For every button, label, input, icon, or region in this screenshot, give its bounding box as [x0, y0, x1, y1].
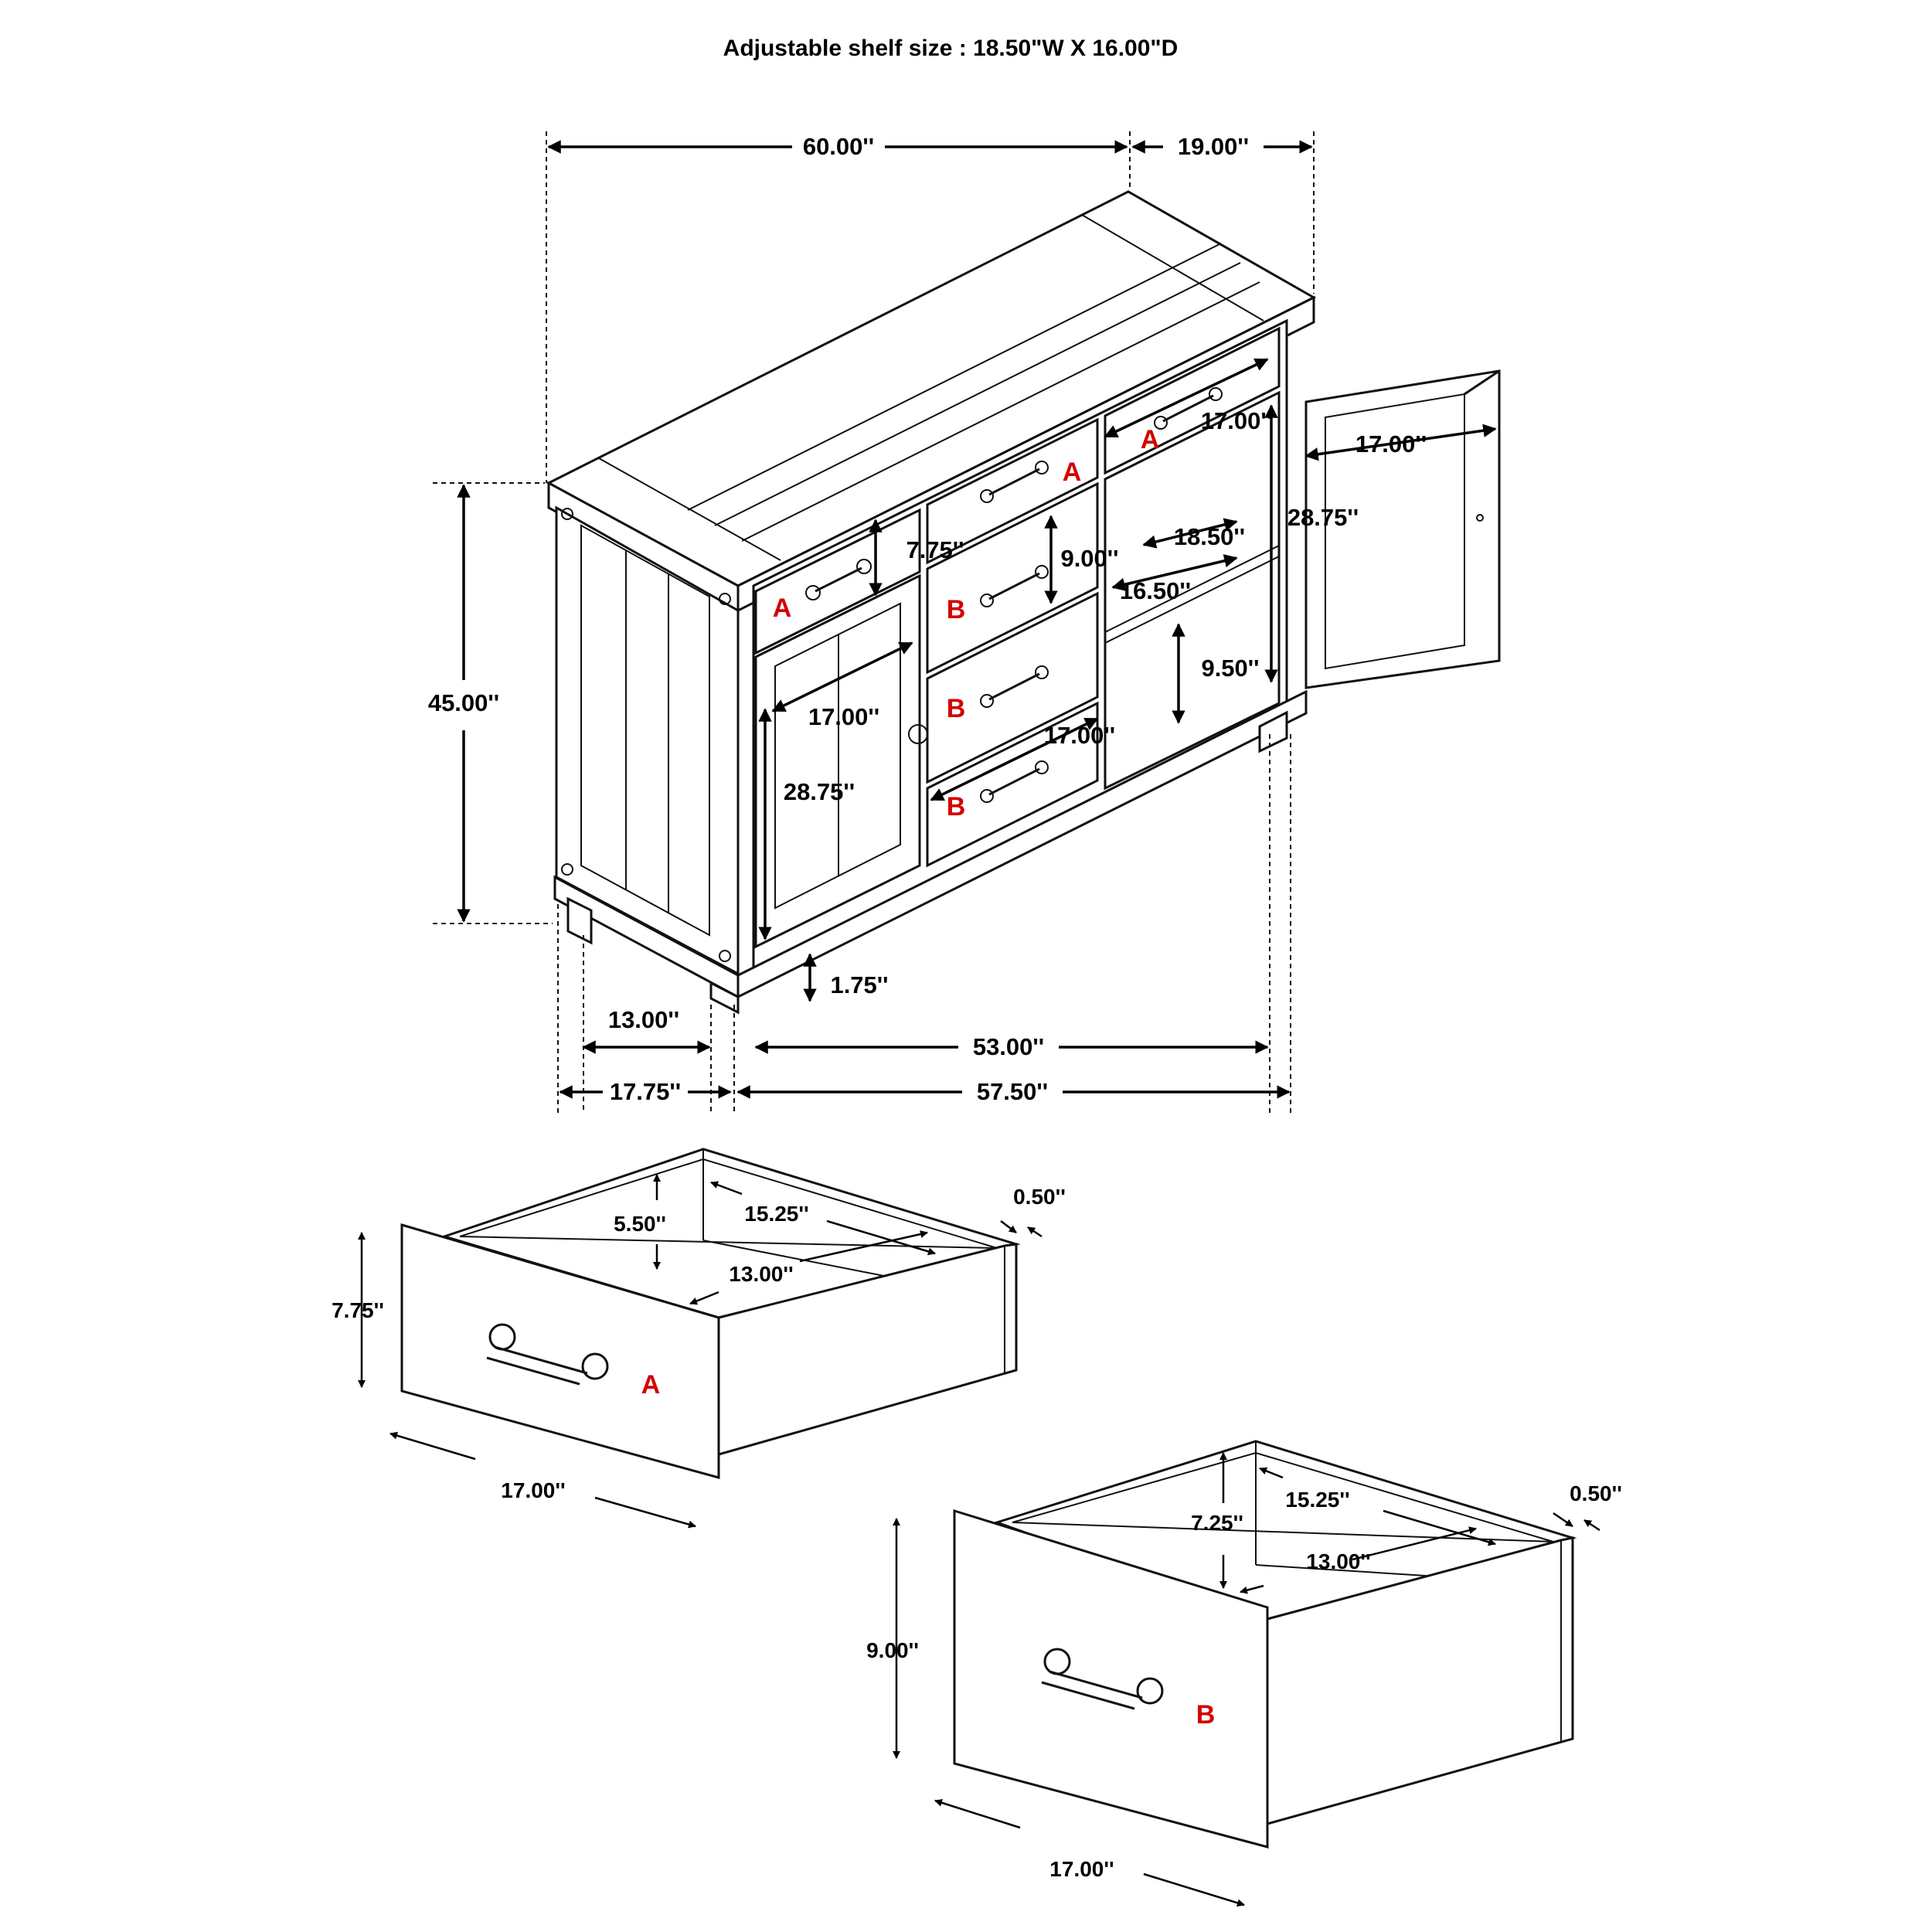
leg-span-label: 13.00''	[608, 1006, 679, 1033]
width-label: 60.00''	[803, 133, 874, 160]
drawer-a-tag: A	[641, 1370, 661, 1400]
drawer-b-dimension-arrows	[893, 1452, 1600, 1907]
drawer-a-front-height-label: 7.75''	[332, 1298, 384, 1322]
right-door-knob-icon	[1476, 514, 1484, 522]
drawer-b-width-label: 17.00''	[1049, 1857, 1114, 1881]
drawer-b-height-label: 9.00''	[1060, 545, 1118, 572]
side-panel	[555, 505, 740, 976]
shelf-gap-label: 9.50''	[1201, 655, 1259, 682]
tag-a-right: A	[1141, 425, 1160, 454]
left-door-width-label: 17.00''	[808, 703, 879, 730]
drawer-a-handle-icon	[486, 1323, 609, 1386]
base-width-label: 57.50''	[977, 1078, 1048, 1105]
left-door-height-label: 28.75''	[784, 778, 855, 805]
tag-a-mid: A	[1063, 457, 1082, 487]
drawer-a-height-label: 7.75''	[906, 536, 964, 563]
drawer-b-front-height-label: 9.00''	[866, 1638, 919, 1662]
tag-b-3: B	[947, 792, 966, 821]
drawer-a-mid	[926, 417, 1099, 565]
door-height-label: 28.75''	[1287, 504, 1359, 531]
base-height-label: 1.75''	[830, 971, 888, 998]
drawer-a-dimension-arrows	[358, 1174, 1043, 1529]
extension-lines	[433, 131, 1315, 1113]
tag-b-1: B	[947, 595, 966, 624]
sideboard-illustration	[546, 190, 1501, 1015]
drawer-b-depth-label: 17.00''	[1044, 722, 1115, 749]
drawer-b-inner-width-label: 13.00''	[1306, 1549, 1370, 1573]
drawer-b-inner-depth-label: 15.25''	[1285, 1488, 1349, 1512]
drawer-a-illustration	[400, 1148, 1021, 1479]
drawer-a-wall-label: 0.50''	[1013, 1185, 1066, 1209]
drawer-a-inner-height-label: 5.50''	[614, 1212, 666, 1236]
shelf-depth-label: 16.50''	[1120, 577, 1191, 604]
depth-label: 19.00''	[1178, 133, 1249, 160]
tag-a-left: A	[773, 594, 792, 623]
drawer-a-depth-label: 17.00''	[1201, 407, 1272, 434]
side-depth-label: 17.75''	[610, 1078, 681, 1105]
drawer-b-tag: B	[1196, 1700, 1216, 1730]
sideboard-dimension-arrows	[457, 140, 1497, 1099]
drawer-a-width-label: 17.00''	[501, 1478, 565, 1502]
shelf-width-label: 18.50''	[1174, 523, 1245, 550]
drawer-b-wall-label: 0.50''	[1570, 1481, 1622, 1505]
drawer-b-inner-height-label: 7.25''	[1191, 1511, 1243, 1535]
tag-b-2: B	[947, 694, 966, 723]
inner-width-label: 53.00''	[973, 1033, 1044, 1060]
drawer-b-illustration	[953, 1440, 1577, 1849]
drawer-a-inner-depth-label: 15.25''	[744, 1202, 808, 1226]
shelf-size-title: Adjustable shelf size : 18.50"W X 16.00"…	[723, 36, 1179, 61]
door-width-label: 17.00''	[1355, 430, 1427, 457]
height-label: 45.00''	[428, 689, 499, 716]
drawer-b-handle-icon	[1041, 1648, 1164, 1710]
drawer-a-inner-width-label: 13.00''	[729, 1262, 793, 1286]
